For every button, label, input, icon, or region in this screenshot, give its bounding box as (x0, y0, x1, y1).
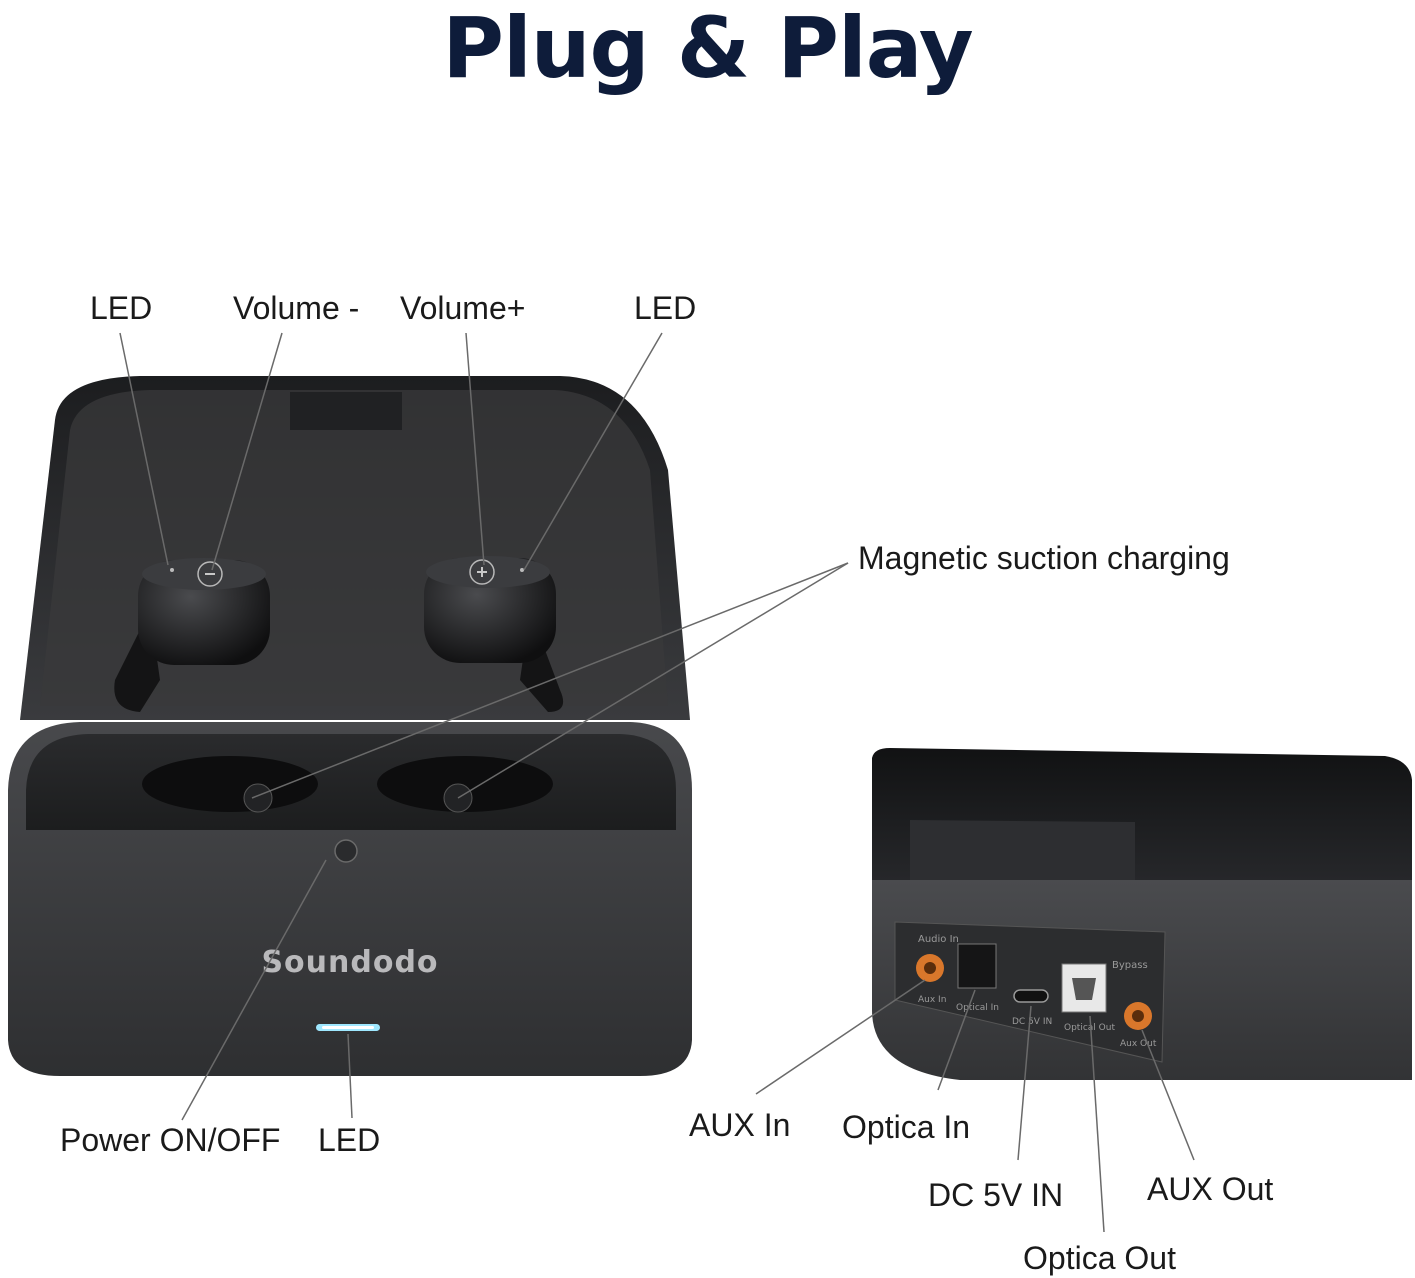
callout-optica-in: Optica In (842, 1109, 971, 1145)
callout-power: Power ON/OFF (60, 1122, 281, 1158)
charging-case-rear: Audio In Bypass Aux In Optical In DC 5V … (872, 748, 1412, 1080)
callout-dc-in: DC 5V IN (928, 1177, 1064, 1213)
panel-label-optical-in: Optical In (956, 1003, 999, 1013)
brand-logo: Soundodo (261, 945, 438, 980)
callout-led-right: LED (634, 290, 697, 326)
callout-led-left: LED (90, 290, 153, 326)
page-title: Plug & Play (442, 0, 973, 97)
callout-optica-out: Optica Out (1023, 1240, 1176, 1276)
panel-label-bypass: Bypass (1112, 960, 1148, 971)
callout-aux-in: AUX In (689, 1107, 791, 1143)
panel-label-audio-in: Audio In (918, 934, 959, 945)
usb-c-port (1013, 989, 1049, 1003)
earbud-right (424, 556, 564, 712)
panel-label-aux-out: Aux Out (1120, 1039, 1157, 1049)
optical-in-port (957, 943, 997, 989)
callout-volume-plus: Volume+ (400, 290, 526, 326)
leader-lines (119, 332, 1195, 1233)
callout-volume-minus: Volume - (233, 290, 360, 326)
panel-label-aux-in: Aux In (918, 995, 946, 1005)
panel-label-dc: DC 5V IN (1012, 1017, 1052, 1027)
power-button (334, 839, 358, 863)
earbud-left (114, 558, 270, 712)
callout-magnetic-charging: Magnetic suction charging (858, 540, 1230, 576)
callout-aux-out: AUX Out (1147, 1171, 1274, 1207)
callout-led-front: LED (318, 1122, 381, 1158)
panel-label-optical-out: Optical Out (1064, 1023, 1115, 1033)
charging-case-open: Soundodo (8, 376, 692, 1076)
